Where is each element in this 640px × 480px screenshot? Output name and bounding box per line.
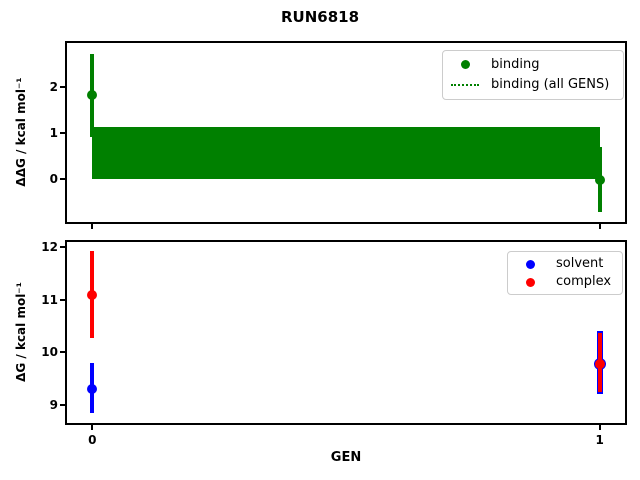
x-axis-label: GEN — [330, 450, 362, 465]
y-tick-label: 9 — [49, 398, 58, 413]
x-tick-label: 1 — [595, 433, 604, 447]
y-tick-mark — [60, 86, 65, 89]
legend-label: solvent — [556, 256, 604, 271]
legend-item-complex: complex — [516, 273, 614, 291]
y-tick-label: 0 — [49, 171, 58, 186]
all-gens-band — [92, 127, 600, 179]
y-tick-mark — [60, 298, 65, 301]
y-tick-label: 11 — [41, 292, 58, 307]
x-tick-mark — [598, 425, 601, 430]
y-tick-mark — [60, 404, 65, 407]
legend-item-solvent: solvent — [516, 255, 614, 273]
y-tick-mark — [60, 351, 65, 354]
x-tick-label: 0 — [88, 433, 97, 447]
x-tick-mark — [91, 224, 94, 229]
legend-label: binding — [491, 56, 540, 72]
y-tick-mark — [60, 131, 65, 134]
legend-item-binding: binding — [451, 55, 615, 75]
x-tick-mark — [91, 425, 94, 430]
data-point-complex — [594, 358, 605, 369]
legend-label: binding (all GENS) — [491, 77, 610, 93]
legend-dotted-line-icon — [451, 84, 479, 87]
top-legend: binding binding (all GENS) — [442, 50, 624, 100]
data-point-binding — [87, 90, 98, 101]
bottom-subplot-axes — [65, 240, 627, 425]
y-tick-label: 2 — [49, 80, 58, 95]
x-tick-mark — [598, 224, 601, 229]
y-tick-label: 1 — [49, 125, 58, 140]
figure-title: RUN6818 — [280, 8, 360, 26]
legend-item-binding-all-gens: binding (all GENS) — [451, 75, 615, 95]
bottom-legend: solvent complex — [507, 251, 623, 295]
y-tick-mark — [60, 246, 65, 249]
legend-dot-icon — [516, 277, 544, 287]
top-subplot-axes — [65, 41, 627, 224]
data-point-complex — [87, 289, 98, 300]
legend-dot-icon — [451, 60, 479, 70]
legend-dot-icon — [516, 259, 544, 269]
data-point-binding — [594, 174, 605, 185]
y-tick-mark — [60, 177, 65, 180]
y-tick-label: 12 — [41, 240, 58, 255]
legend-label: complex — [556, 274, 612, 289]
y-tick-label: 10 — [41, 345, 58, 360]
data-point-solvent — [87, 384, 98, 395]
